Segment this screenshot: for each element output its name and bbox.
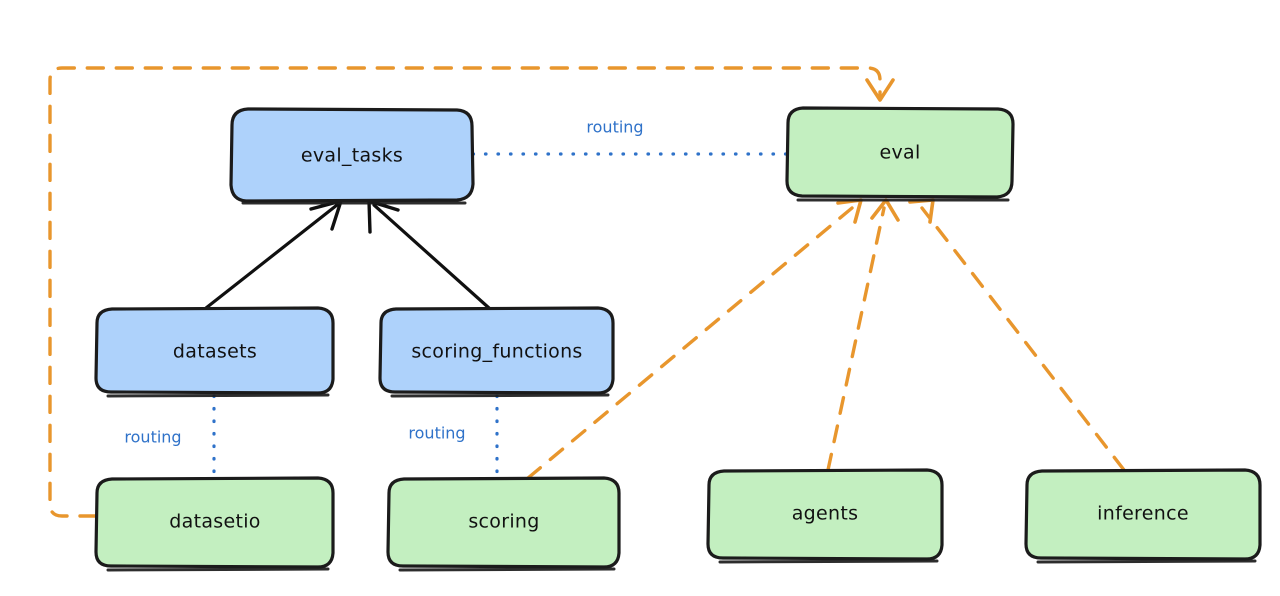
node-eval[interactable]: eval (785, 106, 1015, 202)
edge-datasets-to-evaltasks (204, 199, 343, 310)
node-scoring-box[interactable] (386, 476, 621, 569)
solid-edges (204, 199, 491, 310)
node-datasetio-shadow (106, 567, 330, 572)
node-inference[interactable]: inference (1024, 468, 1262, 564)
edge-label-routing-evaltasks-eval: routing (586, 118, 643, 137)
node-datasets-shadow (106, 393, 330, 398)
edge-scoringfunctions-to-evaltasks (367, 199, 491, 310)
node-inference-box[interactable] (1024, 468, 1262, 561)
node-scoring[interactable]: scoring (386, 476, 621, 572)
node-scoring-functions-label: scoring_functions (411, 341, 582, 363)
edge-label-routing-datasets-datasetio: routing (124, 428, 181, 447)
arrowhead-inference-eval (908, 198, 935, 224)
node-scoring-functions-box[interactable] (378, 306, 615, 395)
edge-path-datasets-evaltasks (204, 203, 339, 310)
arrowhead-datasetio-eval (865, 78, 895, 102)
node-agents-shadow (718, 559, 939, 564)
node-eval-tasks-label: eval_tasks (301, 145, 403, 167)
edge-datasetio-to-eval (48, 66, 895, 518)
node-datasets-box[interactable] (94, 306, 335, 395)
node-datasets[interactable]: datasets (94, 306, 335, 398)
node-agents[interactable]: agents (706, 468, 944, 564)
edge-path-scoringfunctions-evaltasks (372, 203, 491, 310)
node-agents-box[interactable] (706, 468, 944, 561)
node-scoring-functions[interactable]: scoring_functions (378, 306, 615, 398)
edge-path-inference-eval (920, 206, 1126, 472)
node-scoring-functions-shadow (390, 393, 610, 398)
edge-path-scoring-eval (526, 206, 854, 480)
node-eval-box[interactable] (785, 106, 1015, 199)
routing-edges (212, 152, 789, 480)
node-inference-label: inference (1097, 503, 1189, 525)
edge-path-datasetio-eval (48, 66, 882, 518)
node-scoring-shadow (398, 567, 616, 572)
node-datasetio[interactable]: datasetio (94, 476, 335, 572)
node-datasets-label: datasets (173, 341, 257, 363)
node-scoring-label: scoring (468, 511, 539, 533)
edge-inference-to-eval (908, 198, 1126, 472)
node-datasetio-box[interactable] (94, 476, 335, 569)
node-agents-label: agents (792, 503, 859, 525)
node-inference-shadow (1036, 559, 1257, 564)
edge-labels: routing routing routing (124, 118, 643, 447)
node-eval-label: eval (879, 142, 920, 164)
edge-agents-to-eval (826, 198, 900, 472)
edge-label-routing-scoringfunctions-scoring: routing (408, 424, 465, 443)
node-datasetio-label: datasetio (169, 511, 260, 533)
edge-path-agents-eval (826, 206, 886, 472)
node-eval-tasks[interactable]: eval_tasks (229, 107, 475, 205)
node-eval-tasks-box[interactable] (229, 107, 475, 203)
